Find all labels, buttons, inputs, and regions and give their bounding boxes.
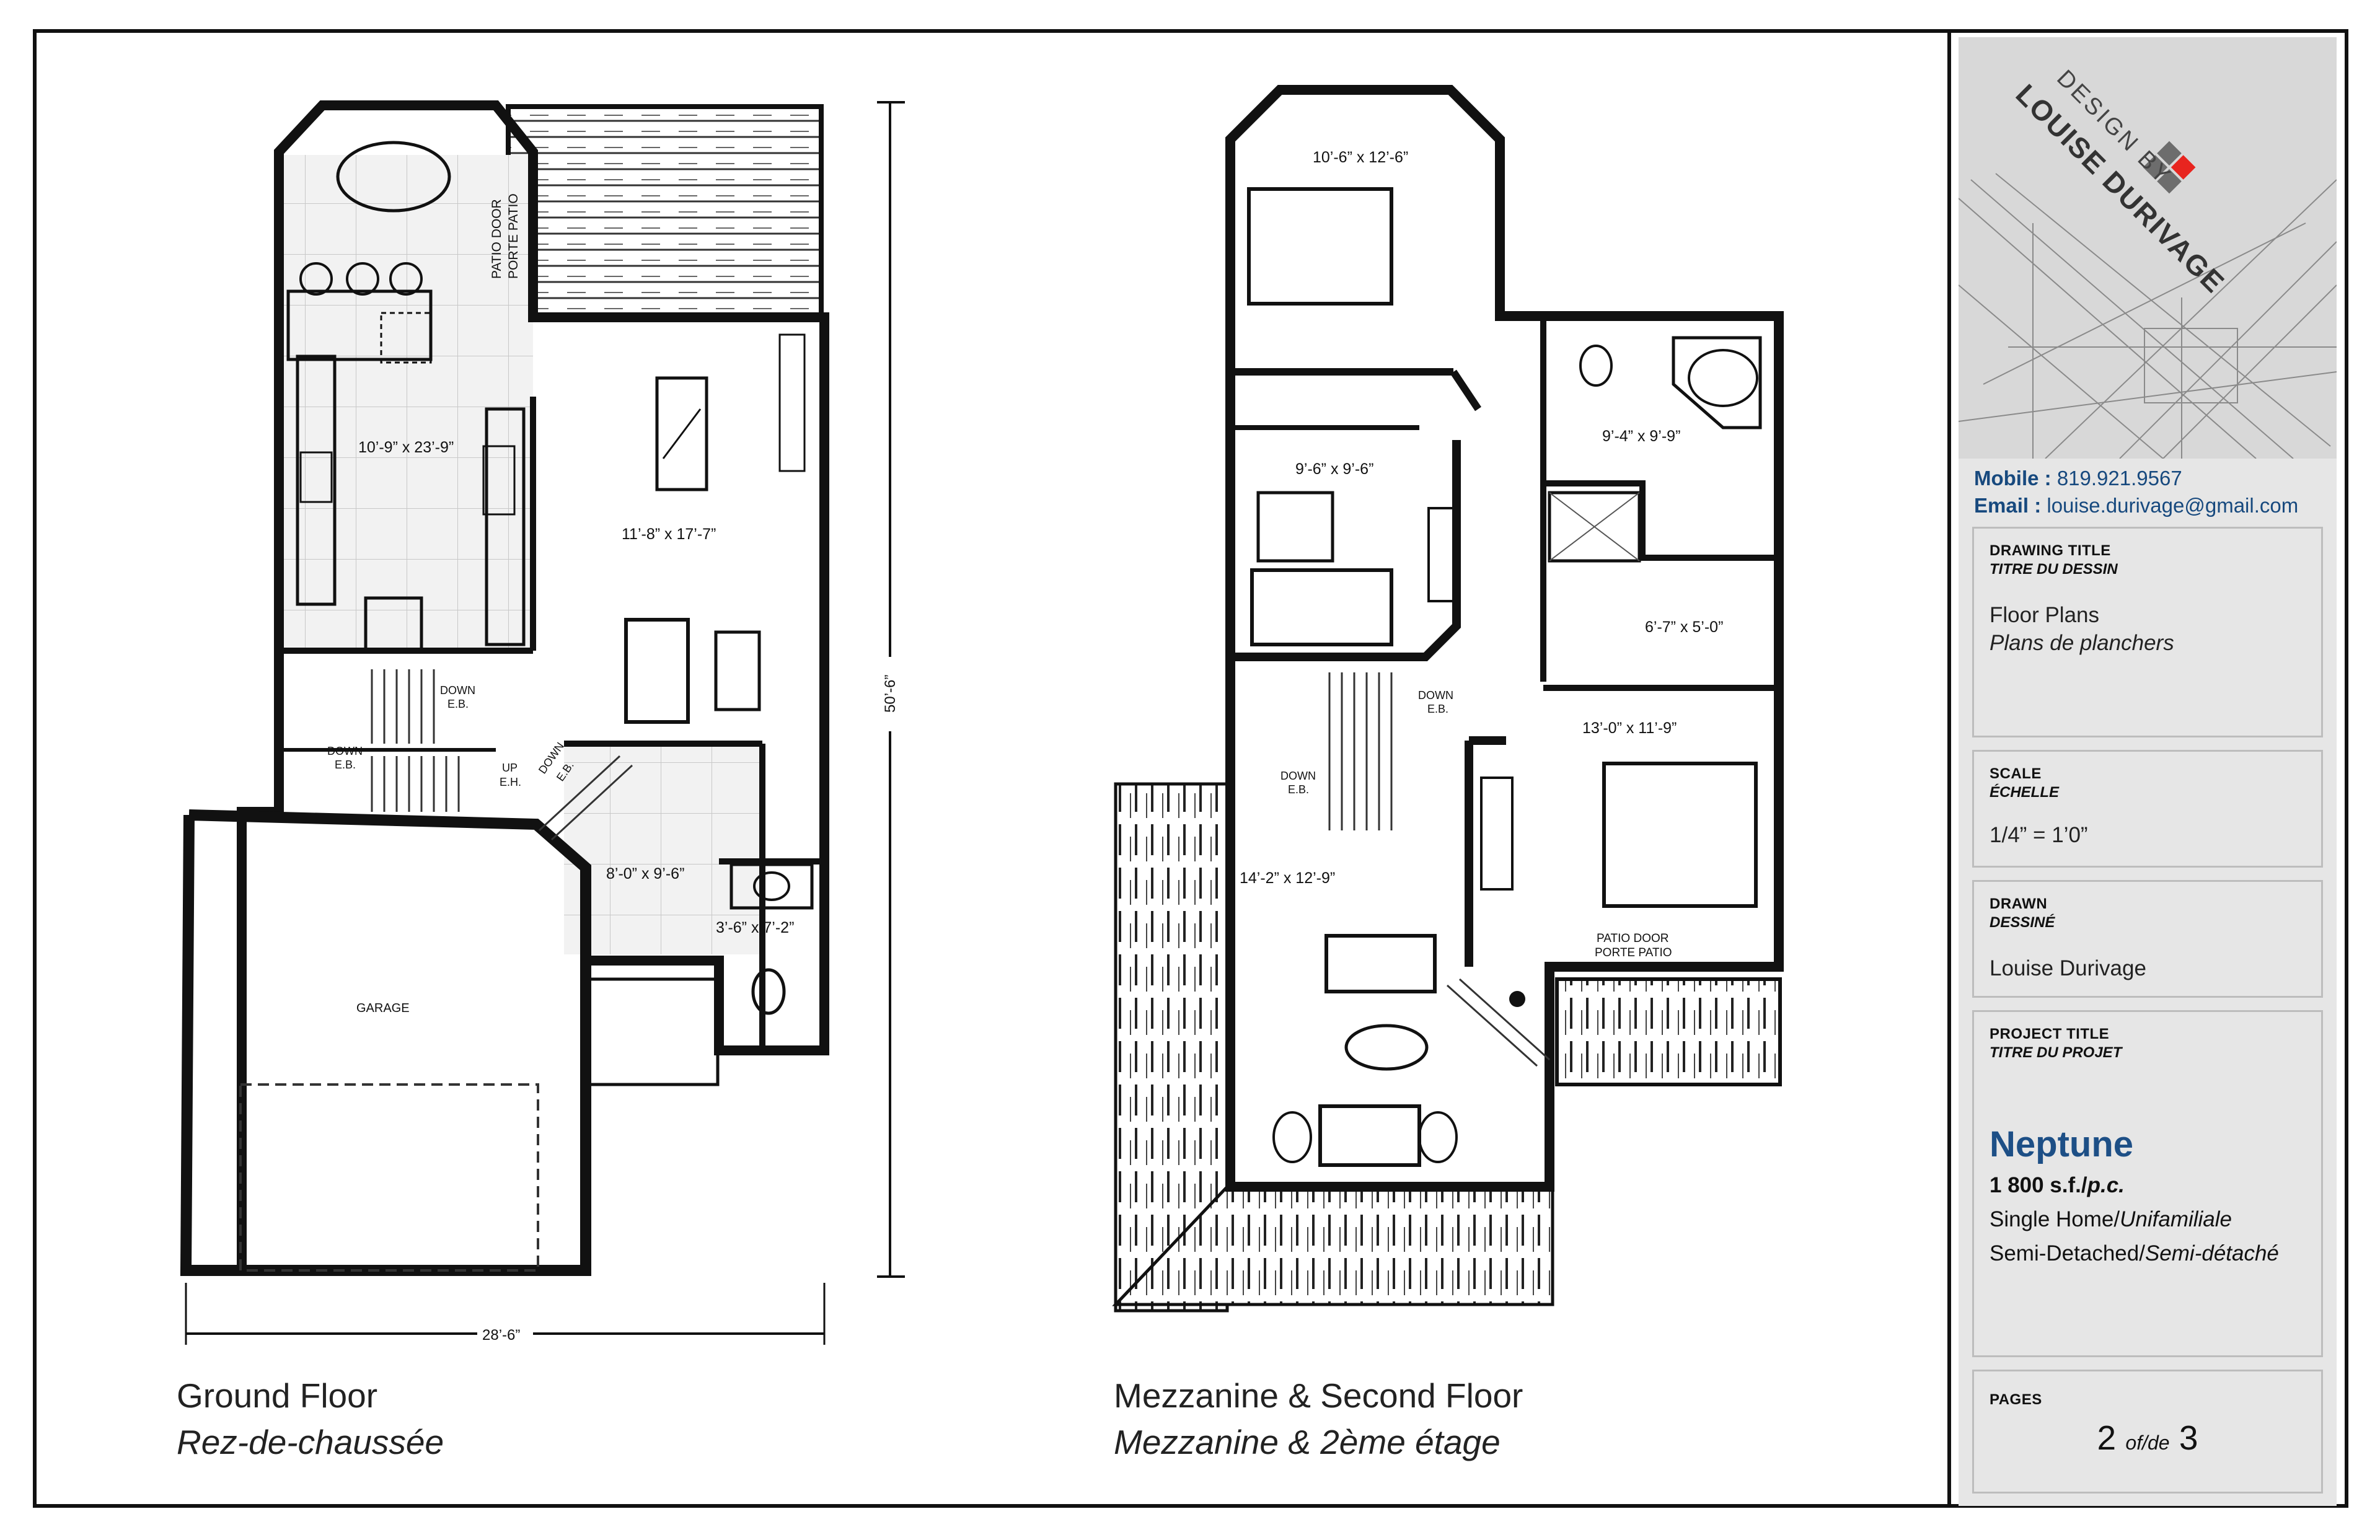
mobile-number: 819.921.9567 <box>2056 467 2182 490</box>
sf-down-label-1-fr: E.B. <box>1427 703 1448 715</box>
balcony-deck <box>1555 977 1782 1086</box>
sf-down-label-1: DOWN <box>1418 689 1453 702</box>
project-name: Neptune <box>1990 1124 2133 1164</box>
drawn-box: DRAWN DESSINÉ Louise Durivage <box>1972 880 2323 998</box>
project-title-label: PROJECT TITLE <box>1990 1026 2110 1042</box>
ground-floor-plan <box>180 100 905 1347</box>
mobile-label: Mobile : <box>1974 467 2052 490</box>
drawing-title-value: Floor Plans <box>1990 603 2100 627</box>
garage-door <box>239 1083 539 1272</box>
bedroom1-dims: 10’-6” x 12’-6” <box>1313 149 1408 166</box>
pages-value: 2 of/de 3 <box>2097 1419 2198 1457</box>
ground-bath-dims: 3’-6” x 7’-2” <box>716 919 794 936</box>
down-label-2: DOWN <box>327 745 363 757</box>
kitchen-dims: 10’-9” x 23’-9” <box>358 439 454 456</box>
scale-label-fr: ÉCHELLE <box>1990 784 2060 801</box>
up-label: UP <box>502 762 518 774</box>
second-floor-walls <box>1225 85 1784 1192</box>
drawn-value: Louise Durivage <box>1990 956 2146 980</box>
second-floor-title: Mezzanine & Second Floor <box>1114 1376 1523 1415</box>
hall-dims: 8’-0” x 9’-6” <box>606 865 684 882</box>
drawn-label-fr: DESSINÉ <box>1990 914 2055 931</box>
email-address: louise.durivage@gmail.com <box>2047 494 2299 517</box>
project-area: 1 800 s.f./p.c. <box>1990 1173 2125 1197</box>
second-floor-plan <box>1112 85 1784 1313</box>
down-label-2-fr: E.B. <box>335 759 356 771</box>
project-type-2: Semi-Detached/Semi-détaché <box>1990 1241 2279 1265</box>
down-label-1: DOWN <box>440 684 475 697</box>
drawing-title-label-fr: TITRE DU DESSIN <box>1990 561 2118 578</box>
up-label-fr: E.H. <box>500 776 521 788</box>
side-deck <box>1114 782 1229 1313</box>
sf-patio-door-fr: PORTE PATIO <box>1595 946 1672 959</box>
master-bedroom-dims: 13’-0” x 11’-9” <box>1582 719 1677 737</box>
down-label-1-fr: E.B. <box>447 698 469 710</box>
email-label: Email : <box>1974 494 2042 517</box>
patio-door-label-fr: PORTE PATIO <box>506 193 521 279</box>
drawn-label: DRAWN <box>1990 895 2048 912</box>
pages-label: PAGES <box>1990 1391 2042 1408</box>
upstairs-bath-dims: 9’-4” x 9’-9” <box>1602 428 1680 445</box>
project-type-1: Single Home/Unifamiliale <box>1990 1207 2232 1231</box>
sf-patio-door-en: PATIO DOOR <box>1597 932 1668 945</box>
garage-label: GARAGE <box>356 1001 410 1015</box>
second-floor-title-fr: Mezzanine & 2ème étage <box>1114 1423 1501 1461</box>
ground-floor-title-fr: Rez-de-chaussée <box>177 1423 444 1461</box>
project-box: PROJECT TITLE TITRE DU PROJET Neptune 1 … <box>1972 1010 2323 1357</box>
designer-logo: DESIGN BY LOUISE DURIVAGE <box>1959 37 2337 459</box>
blueprint-sketch-icon <box>1959 37 2337 459</box>
sf-down-label-2-fr: E.B. <box>1288 783 1309 796</box>
rear-deck <box>506 104 824 320</box>
mezzanine-dims: 14’-2” x 12’-9” <box>1240 869 1335 887</box>
scale-label: SCALE <box>1990 765 2042 782</box>
patio-door-label-en: PATIO DOOR <box>490 199 504 279</box>
width-dim-label: 28’-6” <box>482 1327 520 1344</box>
sf-down-label-2: DOWN <box>1280 770 1316 782</box>
walk-in-dims: 6’-7” x 5’-0” <box>1645 618 1723 636</box>
scale-value: 1/4” = 1’0” <box>1990 823 2088 847</box>
contact-info: Mobile : 819.921.9567 Email : louise.dur… <box>1974 465 2340 519</box>
pages-box: PAGES 2 of/de 3 <box>1972 1370 2323 1494</box>
scale-box: SCALE ÉCHELLE 1/4” = 1’0” <box>1972 750 2323 868</box>
title-block: DESIGN BY LOUISE DURIVAGE Mobile : 819.9… <box>1959 37 2337 1506</box>
living-dims: 11’-8” x 17’-7” <box>622 526 716 543</box>
drawing-title-label: DRAWING TITLE <box>1990 542 2111 559</box>
ground-floor-title: Ground Floor <box>177 1376 378 1415</box>
drawing-title-value-fr: Plans de planchers <box>1990 631 2174 655</box>
drawing-title-box: DRAWING TITLE TITRE DU DESSIN Floor Plan… <box>1972 527 2323 737</box>
garage-walls <box>180 809 591 1276</box>
project-title-label-fr: TITRE DU PROJET <box>1990 1044 2122 1061</box>
sheet-border <box>33 29 2348 1508</box>
bedroom2-dims: 9’-6” x 9’-6” <box>1295 460 1373 478</box>
hall-tile-floor <box>564 744 762 954</box>
kitchen-tile-floor <box>279 155 533 651</box>
depth-dim-label: 50’-6” <box>882 675 899 713</box>
